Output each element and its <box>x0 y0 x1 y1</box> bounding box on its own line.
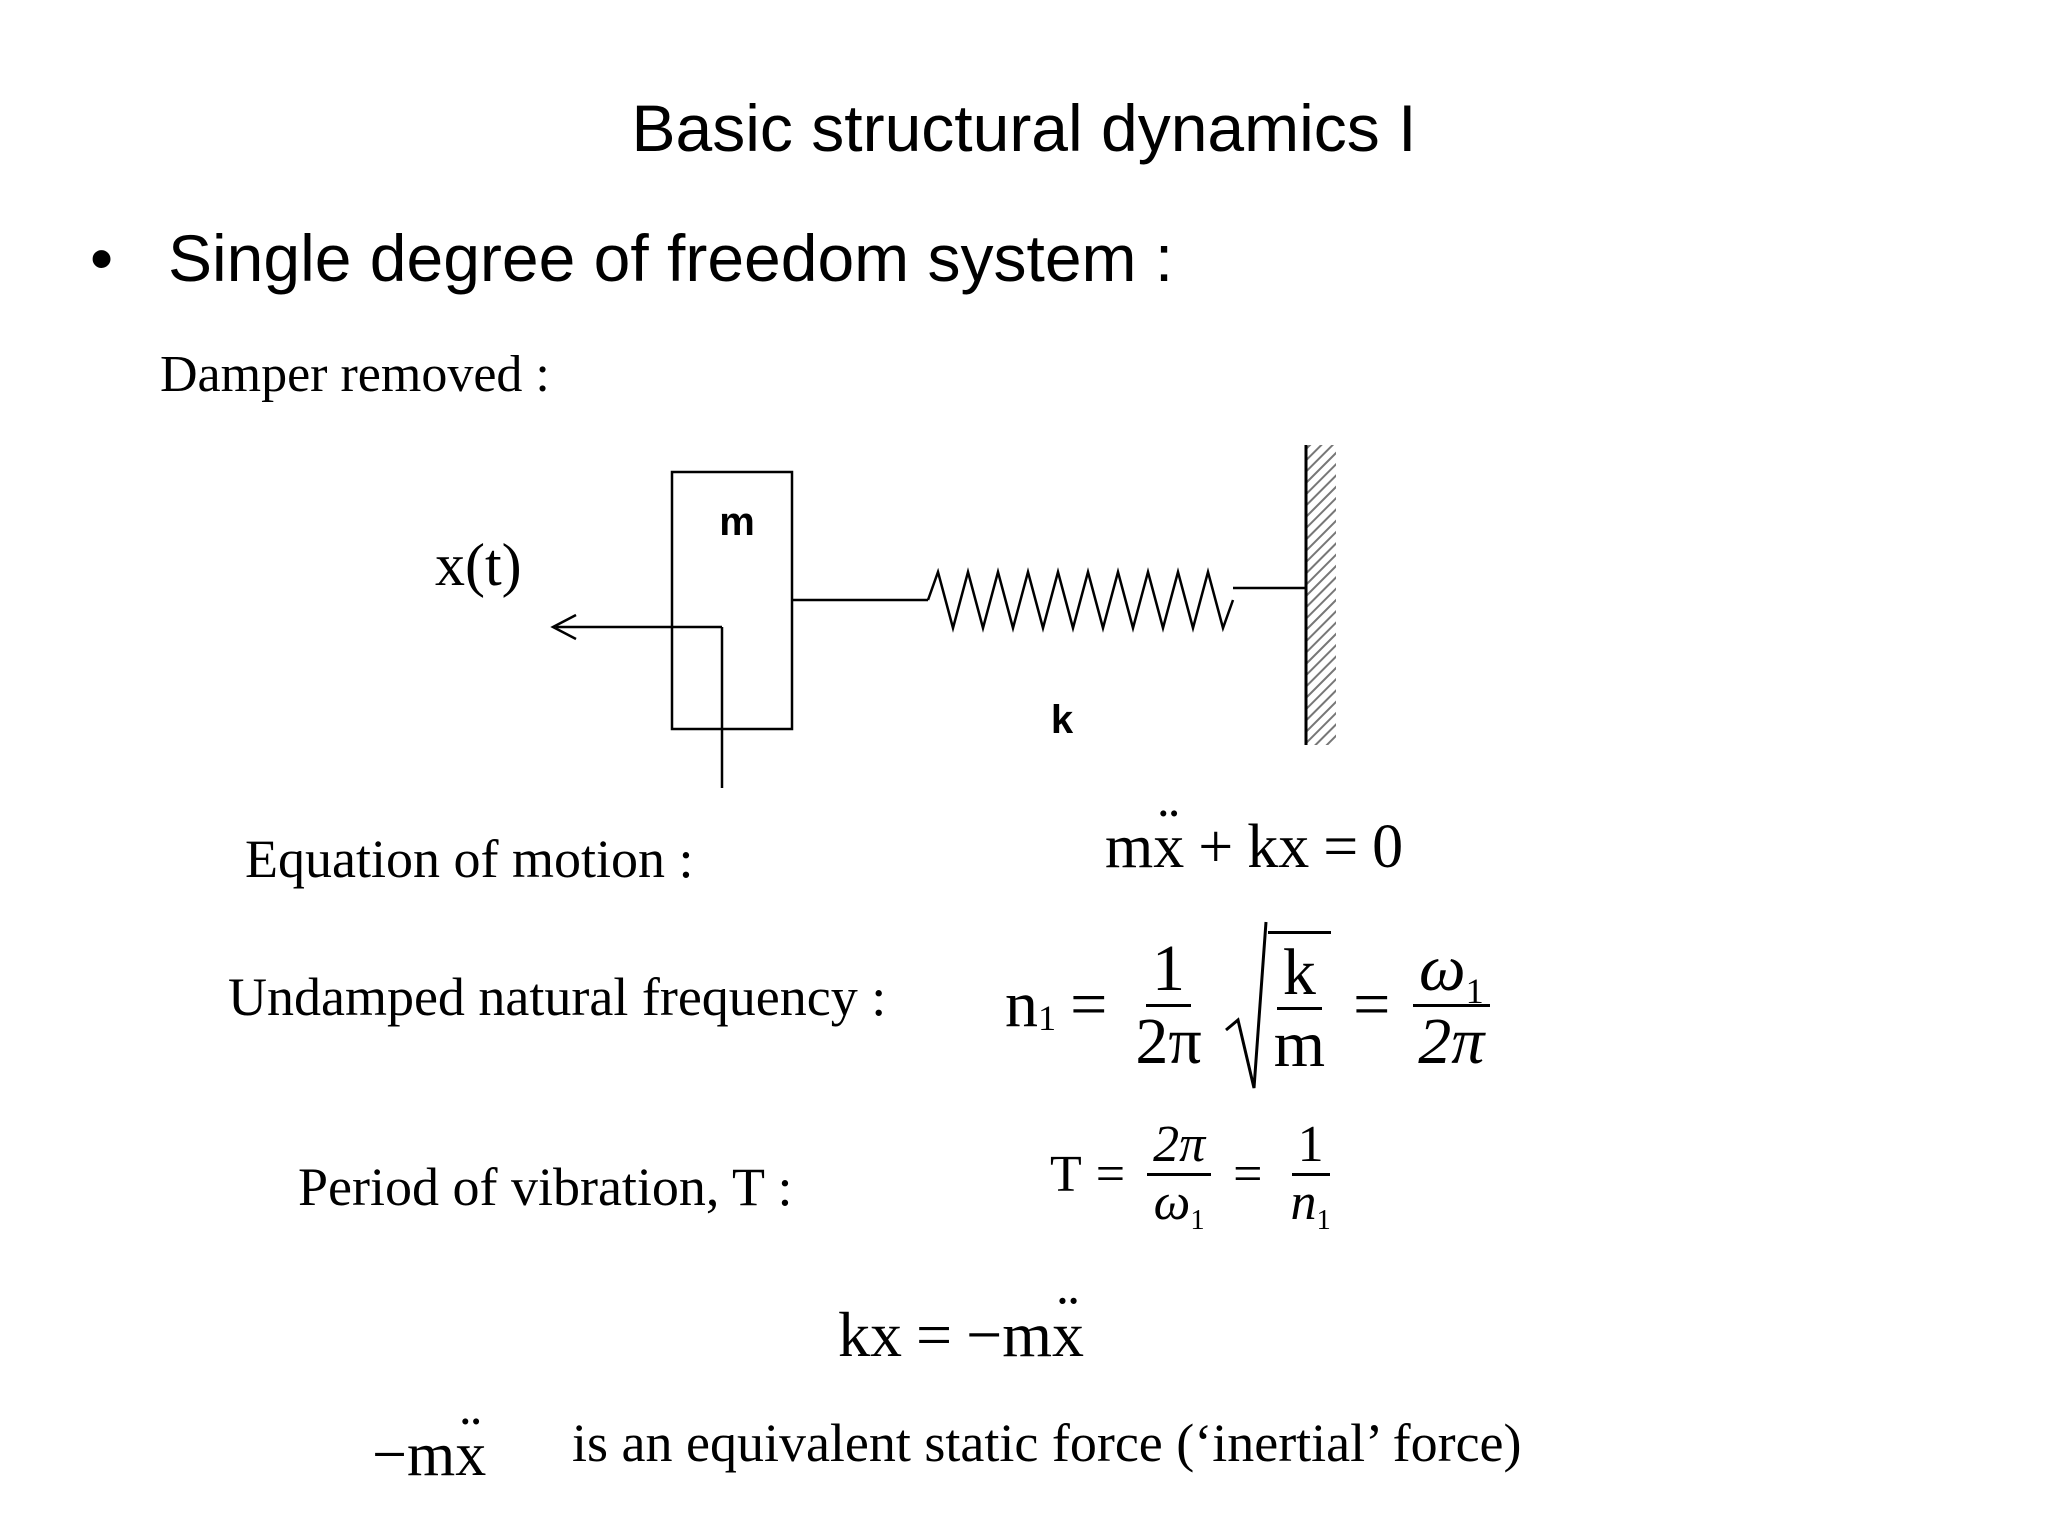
period-label: Period of vibration, T : <box>298 1157 793 1217</box>
equation-of-motion: mx + kx = 0 <box>1105 812 1403 883</box>
frequency-subscript: 1 <box>1038 997 1057 1038</box>
square-root: k m <box>1224 920 1332 1090</box>
period-equation: T = 2π ω1 = 1 n1 <box>1050 1116 1345 1236</box>
bullet-heading: Single degree of freedom system : <box>168 221 1174 295</box>
sqrt-denominator: m <box>1273 1008 1326 1081</box>
zero: 0 <box>1372 813 1404 881</box>
fraction-omega-numerator: ω1 <box>1412 934 1490 1010</box>
stiffness-symbol: k <box>1247 813 1279 881</box>
equals-sign: = <box>1323 813 1359 881</box>
minus-sign: − <box>966 1299 1003 1370</box>
displacement-label: x(t) <box>435 532 522 598</box>
period-fraction-1: 2π ω1 <box>1147 1117 1212 1235</box>
period-symbol: T <box>1050 1145 1082 1203</box>
fraction-denominator: 2π <box>1135 1004 1202 1078</box>
period-fraction-2: 1 n1 <box>1290 1116 1331 1236</box>
spring-force: kx <box>838 1299 902 1370</box>
equation-of-motion-label: Equation of motion : <box>245 829 694 889</box>
displacement-symbol: x <box>1278 813 1310 881</box>
equals-sign: = <box>1095 1145 1126 1203</box>
fraction-numerator: 1 <box>1146 934 1192 1007</box>
subheading: Damper removed : <box>160 346 550 403</box>
inertial-force-equation: kx = −mx <box>838 1298 1084 1372</box>
equals-sign-2: = <box>1233 1145 1263 1203</box>
slide-title: Basic structural dynamics I <box>631 91 1417 165</box>
sqrt-numerator: k <box>1276 937 1322 1010</box>
mass-label: m <box>719 500 755 544</box>
plus-sign: + <box>1198 813 1234 881</box>
fraction-omega-denominator: 2π <box>1418 1004 1485 1078</box>
inertial-force-term: −mx <box>372 1420 486 1491</box>
natural-frequency-label: Undamped natural frequency : <box>228 967 887 1027</box>
arrow-head <box>550 613 577 641</box>
radical-sign-icon <box>1224 921 1268 1089</box>
fraction-omega: ω1 2π <box>1412 934 1490 1076</box>
equals-sign: = <box>916 1299 953 1370</box>
fraction: 1 2π <box>1129 934 1207 1076</box>
fixed-wall-hatch <box>1306 445 1336 745</box>
inertial-force-note: is an equivalent static force (‘inertial… <box>572 1413 1522 1473</box>
spring-label: k <box>1051 698 1074 742</box>
equals-sign-2: = <box>1353 968 1391 1041</box>
mass-symbol: m <box>1105 813 1154 881</box>
frequency-symbol: n <box>1005 968 1038 1041</box>
spring <box>926 567 1235 633</box>
acceleration-symbol: x <box>1153 812 1184 883</box>
bullet-point: • <box>90 221 114 295</box>
equals-sign: = <box>1070 968 1108 1041</box>
